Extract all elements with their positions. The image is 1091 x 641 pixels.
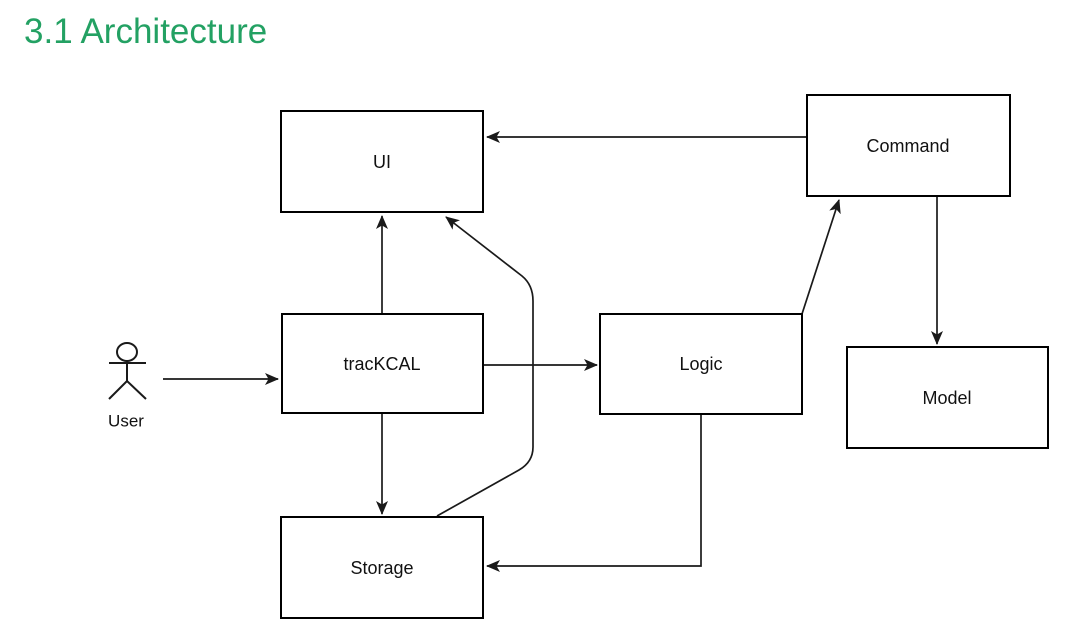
node-storage: Storage bbox=[280, 516, 484, 619]
node-storage-box bbox=[280, 516, 484, 619]
node-trackcal-box bbox=[281, 313, 484, 414]
node-command-label: Command bbox=[866, 136, 949, 156]
user-actor-label: User bbox=[108, 412, 144, 431]
node-model-box bbox=[846, 346, 1049, 449]
node-logic-label: Logic bbox=[679, 354, 722, 374]
node-logic-box bbox=[599, 313, 803, 415]
node-trackcal-label: tracKCAL bbox=[343, 354, 420, 374]
node-logic: Logic bbox=[599, 313, 803, 415]
node-storage-label: Storage bbox=[350, 558, 413, 578]
node-trackcal: tracKCAL bbox=[281, 313, 484, 414]
node-ui-box bbox=[280, 110, 484, 213]
node-ui-label: UI bbox=[373, 152, 391, 172]
node-ui: UI bbox=[280, 110, 484, 213]
node-model-label: Model bbox=[922, 388, 971, 408]
user-actor-icon bbox=[108, 342, 147, 400]
edge-storage-to-ui bbox=[436, 216, 534, 517]
node-command-box bbox=[806, 94, 1011, 197]
node-command: Command bbox=[806, 94, 1011, 197]
edge-logic-to-storage bbox=[486, 414, 702, 572]
page-title: 3.1 Architecture bbox=[24, 12, 268, 51]
node-model: Model bbox=[846, 346, 1049, 449]
edge-logic-to-command bbox=[801, 199, 841, 315]
